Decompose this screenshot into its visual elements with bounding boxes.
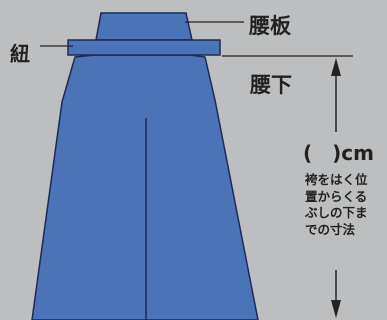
note-line: ぶしの下ま: [305, 205, 368, 220]
arrow-up-icon: [331, 58, 341, 76]
himo-label: 紐: [10, 42, 30, 66]
koshiita-label: 腰板: [249, 14, 291, 38]
measurement-note: 袴をはく位 置からくる ぶしの下ま での寸法: [305, 172, 368, 238]
koshiita-board: [95, 12, 193, 41]
note-line: 袴をはく位: [305, 172, 368, 187]
note-line: での寸法: [305, 221, 356, 237]
hakama-body: [31, 54, 259, 320]
note-line: 置からくる: [305, 188, 368, 204]
koshishita-label: 腰下: [250, 73, 292, 97]
himo-band: [67, 39, 221, 56]
arrow-down-icon: [331, 300, 341, 318]
measurement-label: ( )cm: [303, 141, 374, 165]
